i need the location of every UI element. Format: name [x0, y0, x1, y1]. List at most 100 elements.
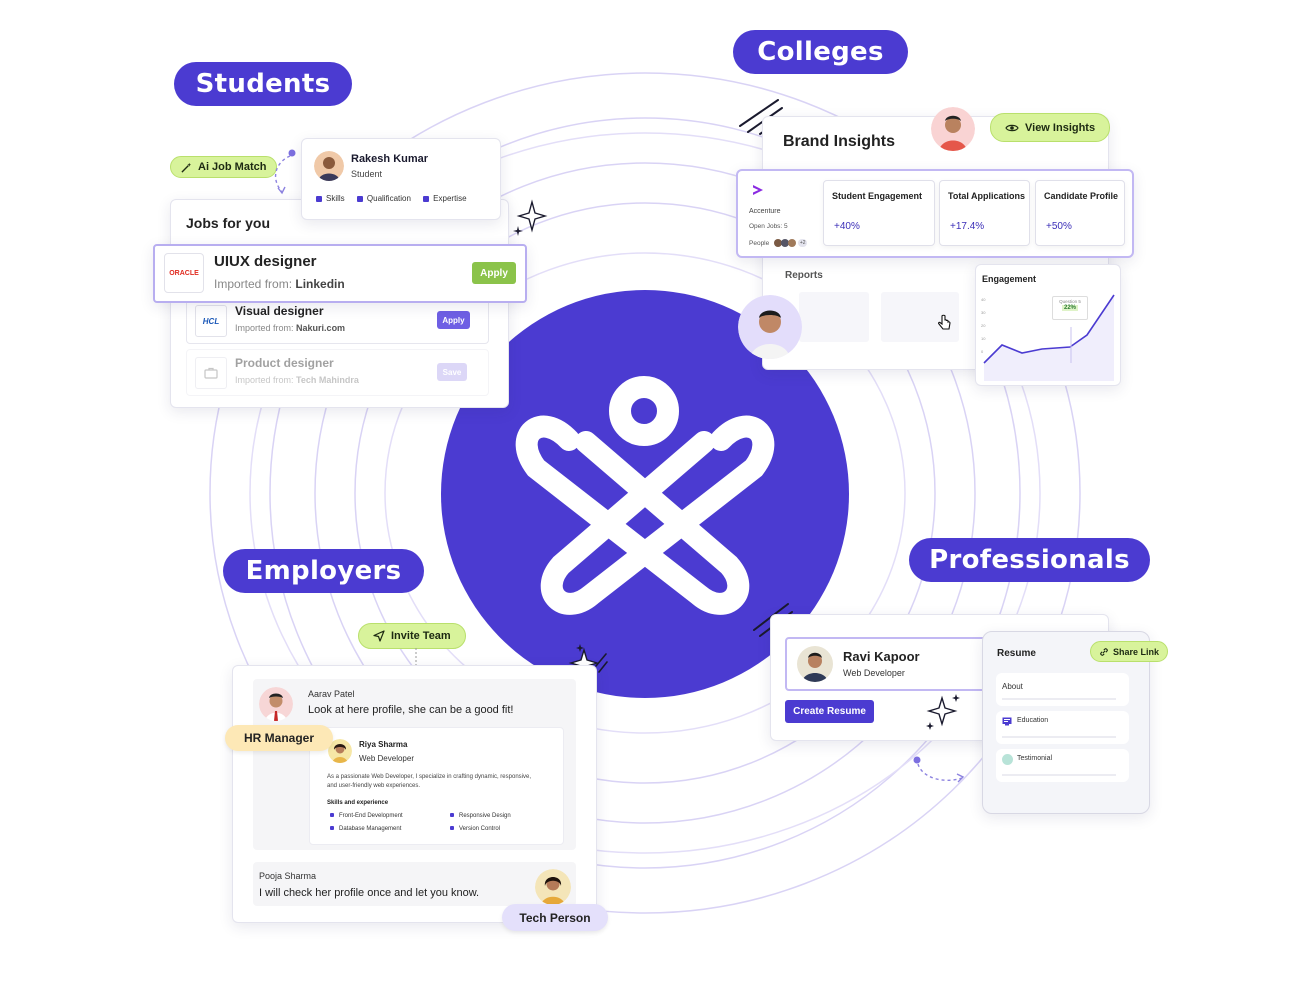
resume-title: Resume	[997, 648, 1036, 659]
engagement-title: Engagement	[982, 274, 1037, 284]
profile-tags: Skills Qualification Expertise	[316, 194, 467, 203]
brand-logo	[441, 290, 849, 698]
profile-bio: As a passionate Web Developer, I special…	[327, 774, 531, 789]
sparkle-icon	[926, 694, 960, 730]
company-stats-row: Accenture Open Jobs: 5 People +2 Student…	[736, 169, 1134, 258]
view-insights-button[interactable]: View Insights	[990, 113, 1111, 142]
people-row: People +2	[749, 239, 808, 247]
students-heading: Students	[174, 62, 352, 106]
chat-message-2: Pooja Sharma I will check her profile on…	[253, 862, 576, 906]
skill-item: Responsive Design	[450, 813, 511, 819]
apply-button[interactable]: Apply	[472, 262, 516, 284]
ai-job-match-label: Ai Job Match	[198, 161, 267, 173]
resume-card: Resume About Education Testimonial	[982, 631, 1150, 814]
skill-text: Responsive Design	[459, 813, 511, 819]
stat-title: Total Applications	[948, 191, 1026, 201]
report-thumb[interactable]	[881, 292, 959, 342]
profile-name: Riya Sharma	[359, 740, 408, 749]
accenture-logo	[753, 185, 763, 195]
dashed-connector	[913, 756, 965, 783]
job-title: Visual designer	[235, 304, 324, 318]
job-row-uiux-designer[interactable]: ORACLE UIUX designer Imported from: Link…	[153, 244, 527, 303]
profile-role: Student	[351, 169, 383, 179]
employers-heading: Employers	[223, 549, 424, 593]
create-resume-button[interactable]: Create Resume	[785, 700, 874, 723]
jobs-card: Jobs for you HCL Visual designer Importe…	[170, 199, 509, 408]
y-tick: 20	[981, 323, 986, 328]
profile-name: Rakesh Kumar	[351, 153, 429, 165]
engagement-line	[983, 294, 1115, 381]
invite-team-button[interactable]: Invite Team	[358, 623, 466, 649]
magic-wand-icon	[181, 162, 192, 173]
apply-button[interactable]: Apply	[437, 311, 470, 329]
share-link-button[interactable]: Share Link	[1090, 641, 1169, 662]
job-row-product-designer[interactable]: Product designer Imported from: Tech Mah…	[186, 349, 489, 396]
section-label: About	[1002, 682, 1023, 691]
link-icon	[1100, 647, 1108, 656]
imported-label: Imported from:	[235, 323, 294, 333]
job-title: Product designer	[235, 356, 334, 370]
resume-section-education[interactable]: Education	[996, 711, 1129, 744]
hcl-logo: HCL	[195, 305, 227, 337]
skill-item: Database Management	[330, 826, 401, 832]
stat-total-applications[interactable]: Total Applications +17.4%	[939, 180, 1030, 246]
profile-role: Web Developer	[843, 668, 905, 678]
avatar	[259, 687, 293, 721]
message-text: Look at here profile, she can be a good …	[308, 704, 514, 716]
professionals-heading: Professionals	[909, 538, 1150, 582]
sender-name: Pooja Sharma	[259, 871, 317, 881]
avatar	[535, 869, 571, 905]
tooltip-value: 22%	[1062, 305, 1078, 311]
stat-student-engagement[interactable]: Student Engagement +40%	[823, 180, 935, 246]
skill-text: Front-End Development	[339, 813, 403, 819]
section-label: Testimonial	[1017, 755, 1053, 762]
section-label: Education	[1017, 717, 1049, 724]
job-row-visual-designer[interactable]: HCL Visual designer Imported from: Nakur…	[186, 297, 489, 344]
message-text: I will check her profile once and let yo…	[259, 887, 480, 899]
brand-insights-title: Brand Insights	[783, 133, 896, 150]
skill-text: Database Management	[339, 826, 402, 832]
chat-message-1: Aarav Patel Look at here profile, she ca…	[253, 679, 576, 850]
resume-section-about[interactable]: About	[996, 673, 1129, 706]
source-name: Linkedin	[295, 277, 345, 291]
save-button[interactable]: Save	[437, 363, 467, 381]
education-icon	[1002, 717, 1012, 726]
y-axis-ticks: 40 30 20 10 0	[981, 293, 985, 358]
people-extra: +2	[798, 239, 808, 247]
colleges-heading: Colleges	[733, 30, 908, 74]
y-tick: 40	[981, 297, 986, 302]
skill-text: Version Control	[459, 826, 501, 832]
job-source: Imported from: Linkedin	[214, 277, 345, 291]
stat-candidate-profile[interactable]: Candidate Profile +50%	[1035, 180, 1125, 246]
shared-profile-card[interactable]: Riya Sharma Web Developer As a passionat…	[309, 727, 564, 845]
stat-value: +40%	[834, 221, 860, 232]
profile-name: Ravi Kapoor	[843, 649, 920, 664]
stat-value: +17.4%	[950, 221, 985, 232]
reports-label: Reports	[785, 270, 823, 281]
report-thumb[interactable]	[799, 292, 869, 342]
stat-title: Student Engagement	[832, 191, 923, 201]
jobs-title: Jobs for you	[186, 215, 271, 231]
sender-name: Aarav Patel	[308, 689, 355, 699]
y-tick: 10	[981, 336, 986, 341]
skill-item: Version Control	[450, 826, 500, 832]
chart-tooltip: Question 5 22%	[1052, 296, 1088, 320]
stat-value: +50%	[1046, 221, 1072, 232]
avatar	[931, 107, 975, 151]
student-profile-card: Rakesh Kumar Student Skills Qualificatio…	[301, 138, 501, 220]
placeholder-line	[1002, 698, 1116, 700]
ai-job-match-badge[interactable]: Ai Job Match	[170, 156, 278, 178]
open-jobs: Open Jobs: 5	[749, 223, 788, 230]
tag-expertise: Expertise	[433, 194, 467, 203]
hr-manager-tag: HR Manager	[225, 725, 333, 751]
job-title: UIUX designer	[214, 253, 317, 270]
professional-profile[interactable]: Ravi Kapoor Web Developer	[785, 637, 999, 691]
tech-person-tag: Tech Person	[502, 904, 608, 931]
share-link-label: Share Link	[1113, 646, 1160, 657]
testimonial-icon	[1002, 754, 1013, 765]
avatar	[314, 151, 344, 181]
tag-qualification: Qualification	[366, 194, 411, 203]
resume-section-testimonial[interactable]: Testimonial	[996, 749, 1129, 782]
skill-item: Front-End Development	[330, 813, 403, 819]
